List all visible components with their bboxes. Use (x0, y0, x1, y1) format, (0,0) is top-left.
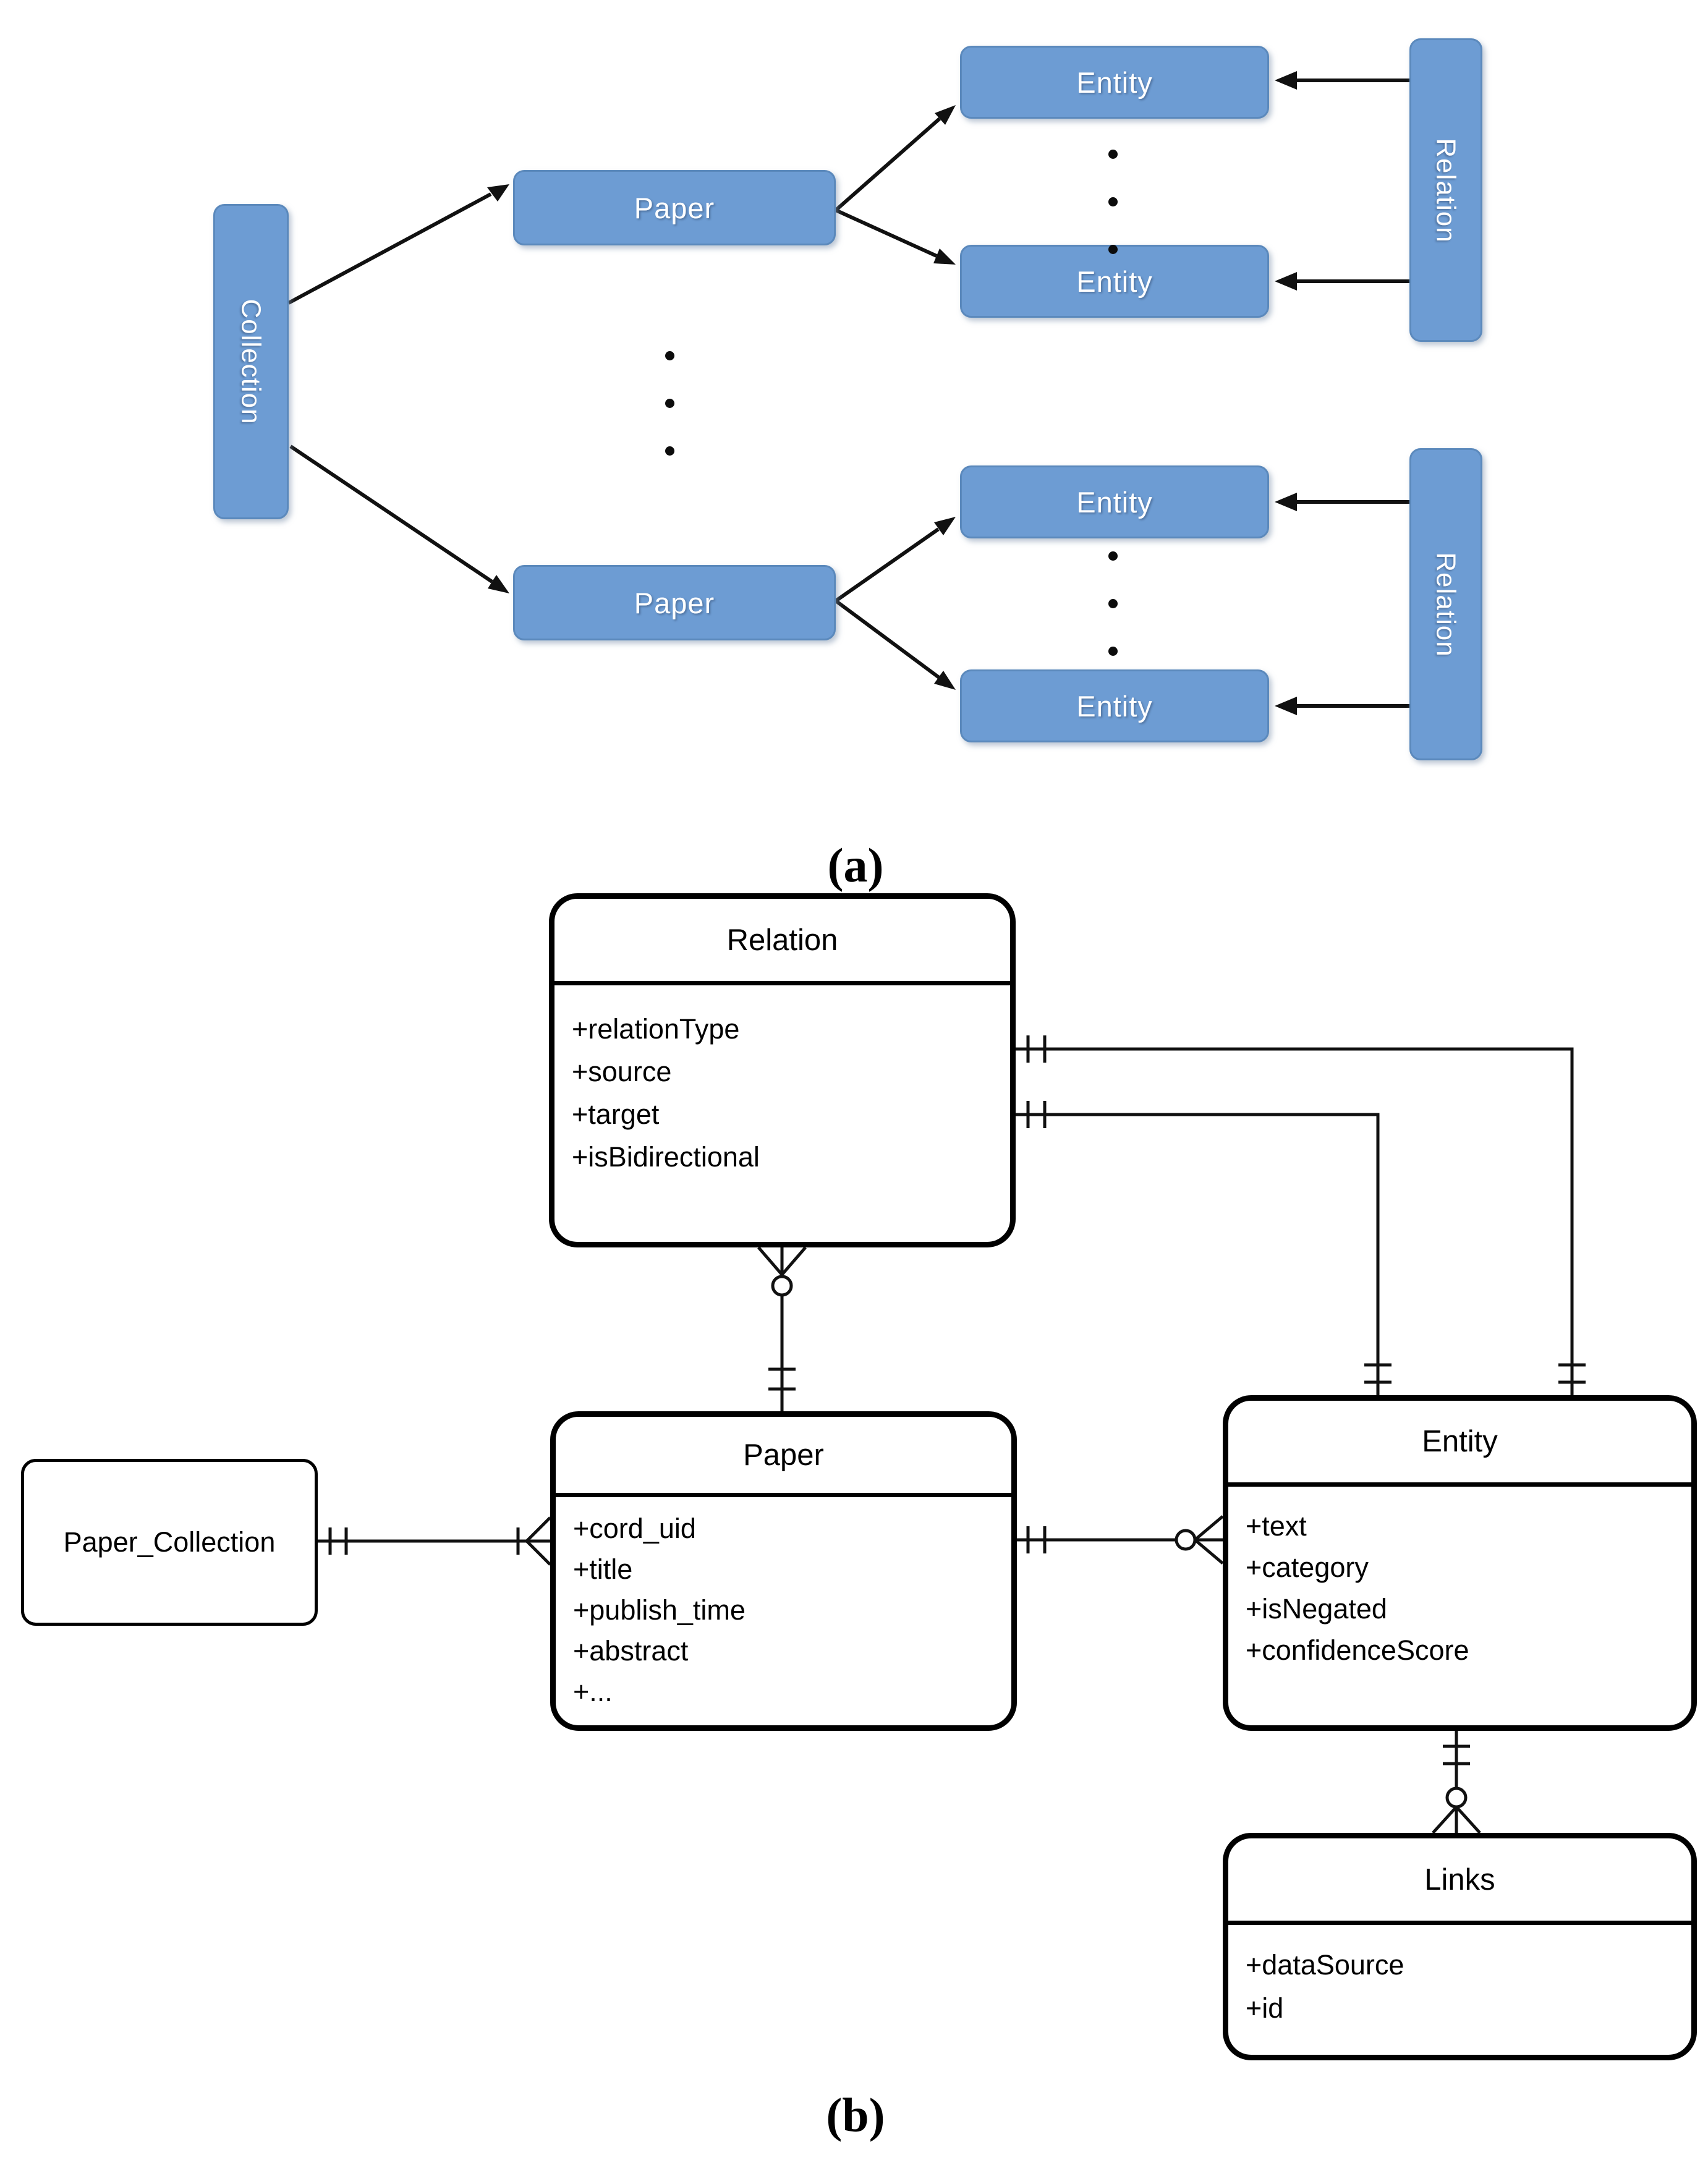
attribute-row: +cord_uid (573, 1513, 696, 1544)
ellipsis-dots-papers (665, 351, 674, 494)
crow-foot-icon (1194, 1539, 1224, 1565)
zero-cardinality-circle-icon (1175, 1529, 1197, 1551)
attribute-row: +abstract (573, 1635, 689, 1667)
uml-class-paper: Paper +cord_uid +title +publish_time +ab… (550, 1411, 1017, 1731)
zero-cardinality-circle-icon (1445, 1786, 1468, 1809)
arrowhead-icon (1275, 697, 1297, 715)
crow-foot-icon (1194, 1515, 1224, 1541)
uml-class-entity-title: Entity (1228, 1401, 1691, 1487)
crow-foot-icon (525, 1540, 551, 1566)
arrowhead-icon (488, 575, 509, 593)
arrowhead-icon (1275, 493, 1297, 511)
crow-foot-icon (781, 1246, 807, 1276)
arrowhead-icon (1275, 272, 1297, 291)
uml-class-links-attributes: +dataSource +id (1228, 1925, 1691, 2030)
entity-paper-collection-label: Paper_Collection (63, 1526, 276, 1558)
node-relation-top: Relation (1409, 38, 1482, 342)
uml-class-relation-title: Relation (554, 899, 1010, 985)
uml-class-paper-title: Paper (556, 1417, 1011, 1497)
attribute-row: +isNegated (1246, 1593, 1387, 1625)
node-paper-top: Paper (513, 170, 836, 245)
uml-class-relation-attributes: +relationType +source +target +isBidirec… (554, 985, 1010, 1178)
uml-class-links: Links +dataSource +id (1223, 1833, 1697, 2060)
node-relation-bottom: Relation (1409, 448, 1482, 760)
panel-b-label: (b) (826, 2088, 885, 2142)
entity-paper-collection: Paper_Collection (21, 1459, 318, 1626)
crow-foot-icon (1432, 1806, 1458, 1834)
crow-foot-icon (1455, 1806, 1481, 1834)
attribute-row: +target (572, 1098, 660, 1130)
node-relation-bottom-label: Relation (1431, 551, 1461, 657)
node-entity-3: Entity (960, 465, 1269, 538)
panel-a-label: (a) (827, 838, 884, 892)
arrowhead-icon (934, 671, 956, 690)
node-entity-1-label: Entity (1076, 66, 1153, 99)
node-relation-top-label: Relation (1431, 137, 1461, 243)
node-paper-top-label: Paper (634, 191, 715, 224)
node-collection: Collection (213, 204, 289, 519)
attribute-row: +source (572, 1056, 672, 1087)
attribute-row: +... (573, 1676, 613, 1707)
uml-class-entity: Entity +text +category +isNegated +confi… (1223, 1395, 1697, 1731)
arrow-collection-paper1-line (287, 192, 492, 305)
arrow-paper1-entity1-line (835, 117, 941, 212)
node-paper-bottom: Paper (513, 565, 836, 640)
arrow-paper2-entity3-line (835, 527, 940, 603)
ellipsis-dots-entities-bottom (1108, 551, 1118, 694)
attribute-row: +dataSource (1246, 1949, 1404, 1981)
uml-class-paper-attributes: +cord_uid +title +publish_time +abstract… (556, 1497, 1011, 1712)
connector-relation-entity-1 (1016, 1047, 1574, 1395)
arrowhead-icon (1275, 71, 1297, 90)
zero-cardinality-circle-icon (771, 1275, 793, 1297)
arrowhead-icon (935, 105, 956, 125)
arrow-paper2-entity4-line (835, 599, 940, 679)
node-paper-bottom-label: Paper (634, 586, 715, 619)
uml-class-relation: Relation +relationType +source +target +… (549, 893, 1016, 1247)
attribute-row: +confidenceScore (1246, 1634, 1469, 1666)
arrowhead-icon (933, 249, 956, 265)
connector-relation-entity-2 (1016, 1113, 1380, 1395)
attribute-row: +isBidirectional (572, 1141, 760, 1173)
attribute-row: +title (573, 1553, 633, 1585)
arrowhead-icon (934, 517, 956, 535)
arrow-paper1-entity2-line (835, 208, 938, 258)
arrow-collection-paper2-line (289, 444, 493, 584)
node-entity-2-label: Entity (1076, 265, 1153, 298)
uml-class-links-title: Links (1228, 1838, 1691, 1925)
arrowhead-icon (487, 184, 509, 202)
node-entity-4-label: Entity (1076, 689, 1153, 723)
attribute-row: +text (1246, 1510, 1307, 1542)
attribute-row: +category (1246, 1552, 1369, 1583)
crow-foot-icon (525, 1516, 551, 1542)
crow-foot-icon (757, 1246, 783, 1276)
node-collection-label: Collection (236, 299, 266, 425)
uml-class-entity-attributes: +text +category +isNegated +confidenceSc… (1228, 1487, 1691, 1671)
attribute-row: +publish_time (573, 1594, 746, 1626)
node-entity-1: Entity (960, 46, 1269, 119)
node-entity-3-label: Entity (1076, 485, 1153, 519)
attribute-row: +relationType (572, 1013, 740, 1045)
ellipsis-dots-entities-top (1108, 150, 1118, 292)
node-entity-4: Entity (960, 669, 1269, 742)
attribute-row: +id (1246, 1992, 1284, 2024)
